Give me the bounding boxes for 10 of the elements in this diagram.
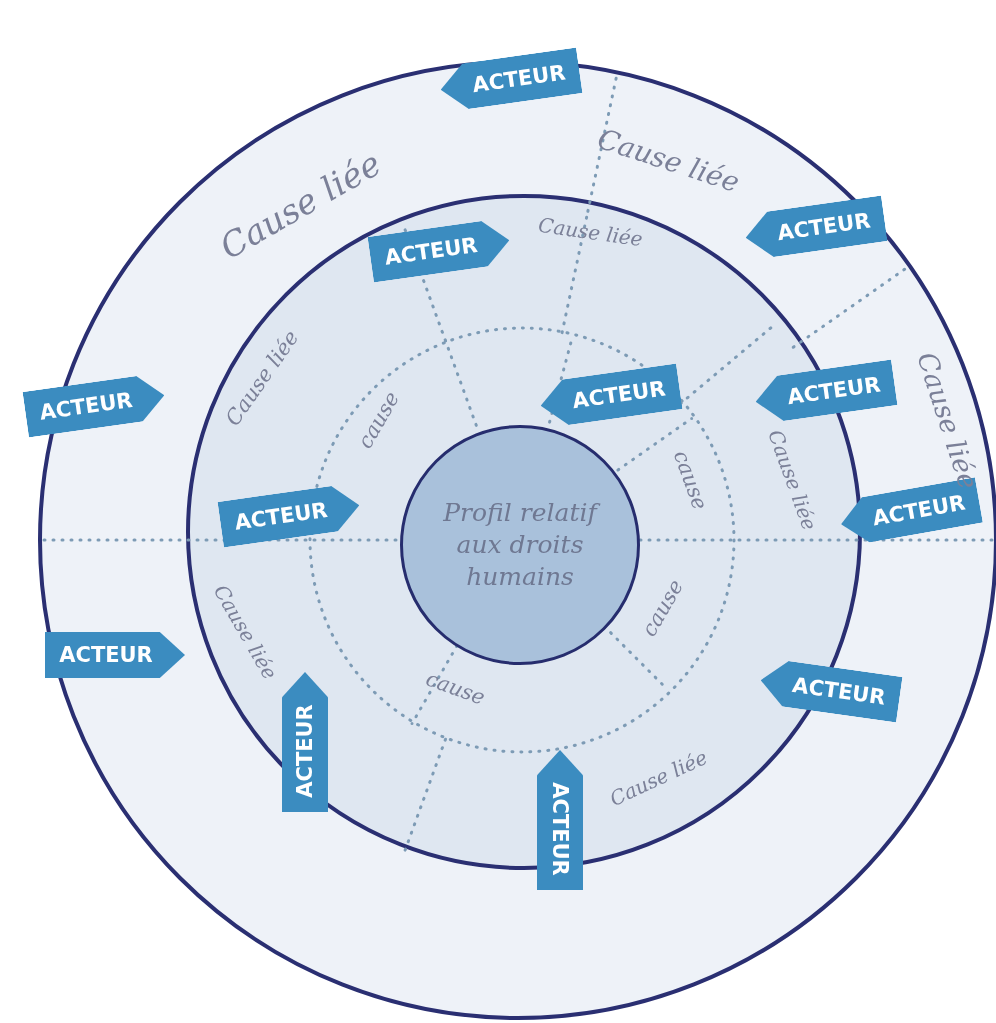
ring-label: Cause liée — [762, 426, 822, 534]
ring-label: cause — [422, 666, 488, 710]
arrow-tag: ACTEUR — [45, 632, 185, 678]
arrow-tag: ACTEUR — [537, 750, 583, 890]
center-text: Profil relatif aux droits humains — [435, 497, 605, 593]
ring-label: Cause liée — [605, 744, 711, 812]
arrow-tag: ACTEUR — [282, 672, 328, 812]
ring-label: cause — [668, 447, 712, 513]
ring-label: Cause liée — [593, 121, 744, 199]
ring-label: Cause liée — [536, 212, 644, 252]
